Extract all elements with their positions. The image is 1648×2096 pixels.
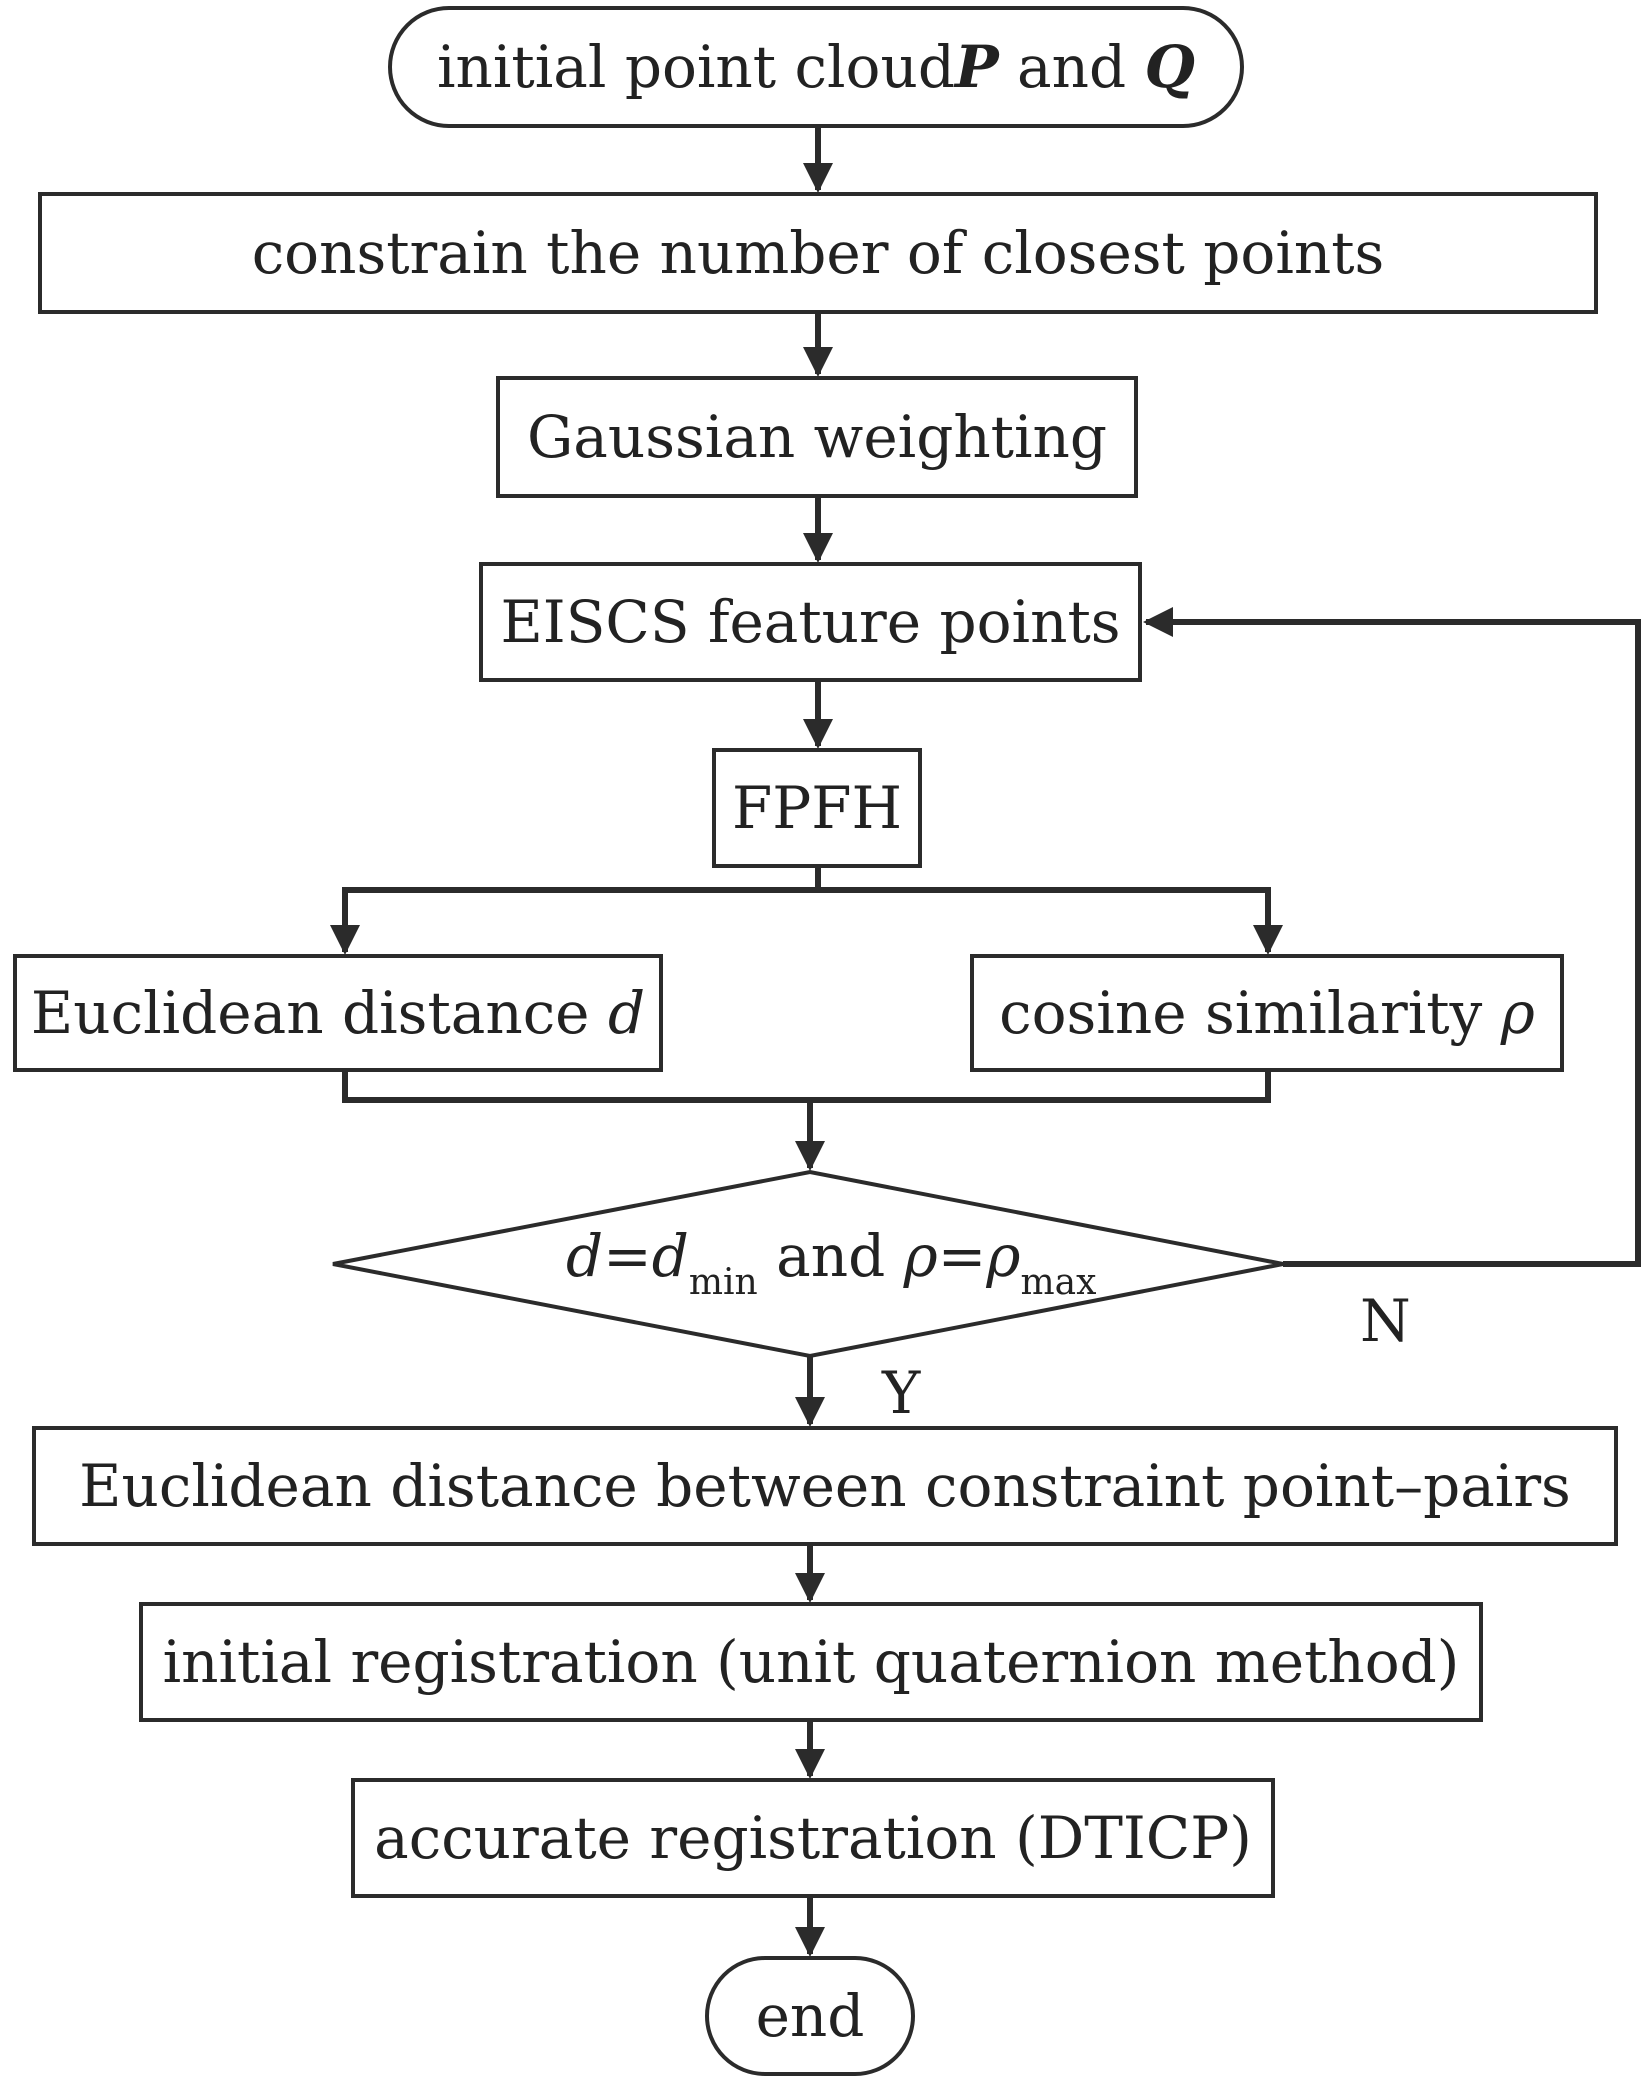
branch-label-yes: Y bbox=[882, 1359, 921, 1427]
gaussian-label: Gaussian weighting bbox=[526, 403, 1108, 471]
cosine-text: cosine similarity bbox=[999, 979, 1501, 1047]
cosine-similarity-box: cosine similarity ρ bbox=[970, 954, 1564, 1072]
euclidean-text: Euclidean distance bbox=[30, 979, 608, 1047]
cosine-var-rho: ρ bbox=[1500, 979, 1535, 1047]
gaussian-weighting-box: Gaussian weighting bbox=[496, 376, 1138, 498]
start-text-before: initial point cloud bbox=[436, 33, 955, 101]
cond-d2: d bbox=[651, 1222, 689, 1290]
connector-fpfh-split bbox=[330, 868, 821, 955]
initial-label: initial registration (unit quaternion me… bbox=[162, 1628, 1460, 1696]
initial-registration-box: initial registration (unit quaternion me… bbox=[139, 1602, 1483, 1722]
accurate-label: accurate registration (DTICP) bbox=[374, 1804, 1252, 1872]
decision-condition: d = d min and ρ = ρ max bbox=[566, 1222, 1096, 1303]
constrain-closest-points-box: constrain the number of closest points bbox=[38, 192, 1598, 314]
fpfh-label: FPFH bbox=[731, 774, 903, 842]
branch-label-no: N bbox=[1360, 1287, 1411, 1355]
eiscs-label: EISCS feature points bbox=[500, 588, 1121, 656]
connector-fpfh-split-right bbox=[818, 887, 1283, 955]
euclidean-distance-box: Euclidean distance d bbox=[13, 954, 663, 1072]
cond-eq2: = bbox=[937, 1222, 987, 1290]
euclidean-var-d: d bbox=[607, 979, 646, 1047]
cond-and: and bbox=[757, 1222, 904, 1290]
loop-no-to-eiscs bbox=[1143, 607, 1641, 1267]
cond-d: d bbox=[566, 1222, 604, 1290]
cond-eq: = bbox=[603, 1222, 652, 1290]
constrain-label: constrain the number of closest points bbox=[251, 219, 1385, 287]
pairs-label: Euclidean distance between constraint po… bbox=[79, 1452, 1571, 1520]
end-terminal: end bbox=[705, 1956, 915, 2076]
decision-diamond bbox=[332, 1169, 1284, 1359]
connector-merge-left bbox=[342, 1072, 810, 1103]
fpfh-box: FPFH bbox=[712, 748, 922, 868]
constraint-point-pairs-box: Euclidean distance between constraint po… bbox=[32, 1426, 1618, 1546]
cond-sub-max: max bbox=[1020, 1262, 1097, 1303]
connector-merge-right bbox=[810, 1072, 1271, 1103]
start-text-mid: and bbox=[998, 33, 1145, 101]
eiscs-feature-points-box: EISCS feature points bbox=[479, 562, 1142, 682]
start-terminal: initial point cloud P and Q bbox=[388, 6, 1244, 128]
cond-rho2: ρ bbox=[986, 1222, 1021, 1290]
start-var-p: P bbox=[954, 33, 999, 101]
cond-rho: ρ bbox=[903, 1222, 938, 1290]
end-label: end bbox=[755, 1982, 865, 2050]
cond-sub-min: min bbox=[688, 1262, 758, 1303]
start-var-q: Q bbox=[1144, 33, 1196, 101]
accurate-registration-box: accurate registration (DTICP) bbox=[351, 1778, 1275, 1898]
